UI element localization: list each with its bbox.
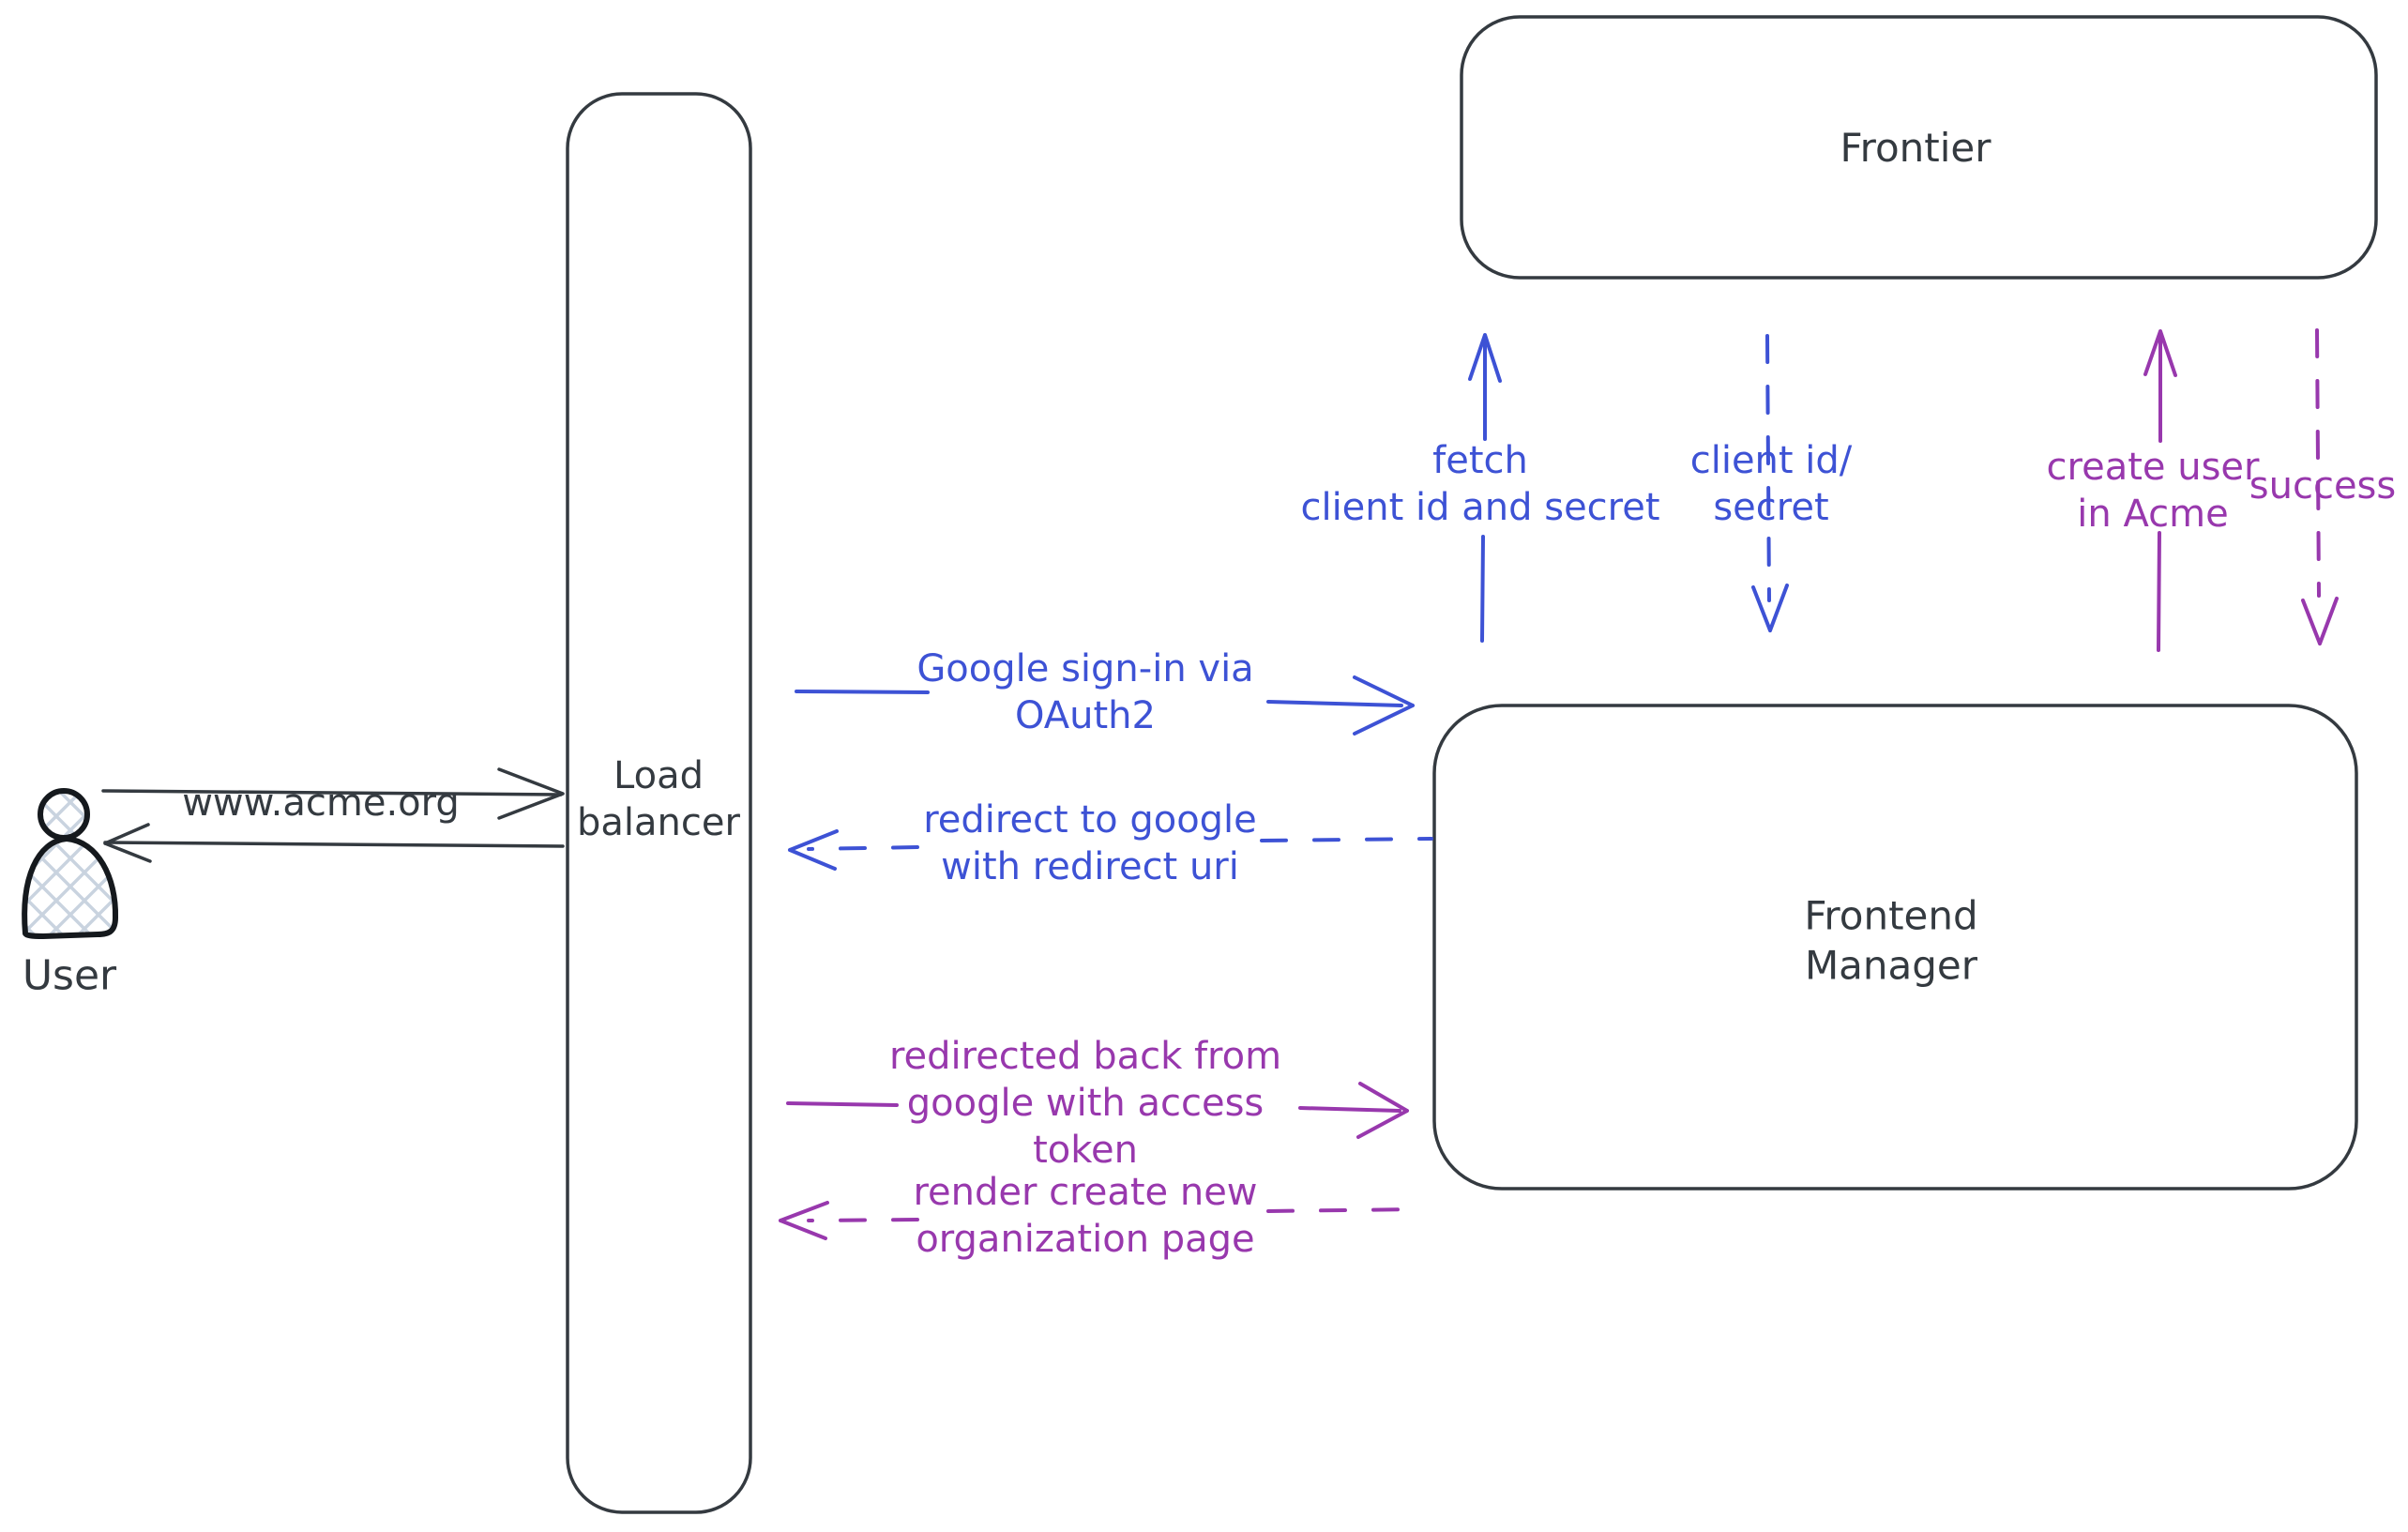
arrow-google-signin [795, 675, 1415, 736]
arrow-redirected-back [786, 1082, 1409, 1139]
arrow-render-page [779, 1201, 1420, 1240]
user-icon [22, 788, 119, 939]
frontier-box [1460, 15, 2378, 280]
arrow-client-id-secret [1751, 334, 1789, 632]
arrow-www-acme [101, 767, 565, 820]
arrow-user-return [103, 823, 565, 863]
arrow-success [2301, 328, 2339, 645]
user-body [22, 836, 119, 939]
load-balancer-box [566, 92, 752, 1514]
user-head [38, 788, 90, 841]
frontend-manager-box [1432, 704, 2358, 1191]
arrow-redirect-google [788, 829, 1433, 871]
arrow-fetch-client [1468, 333, 1502, 643]
arrow-create-user [2143, 329, 2177, 652]
